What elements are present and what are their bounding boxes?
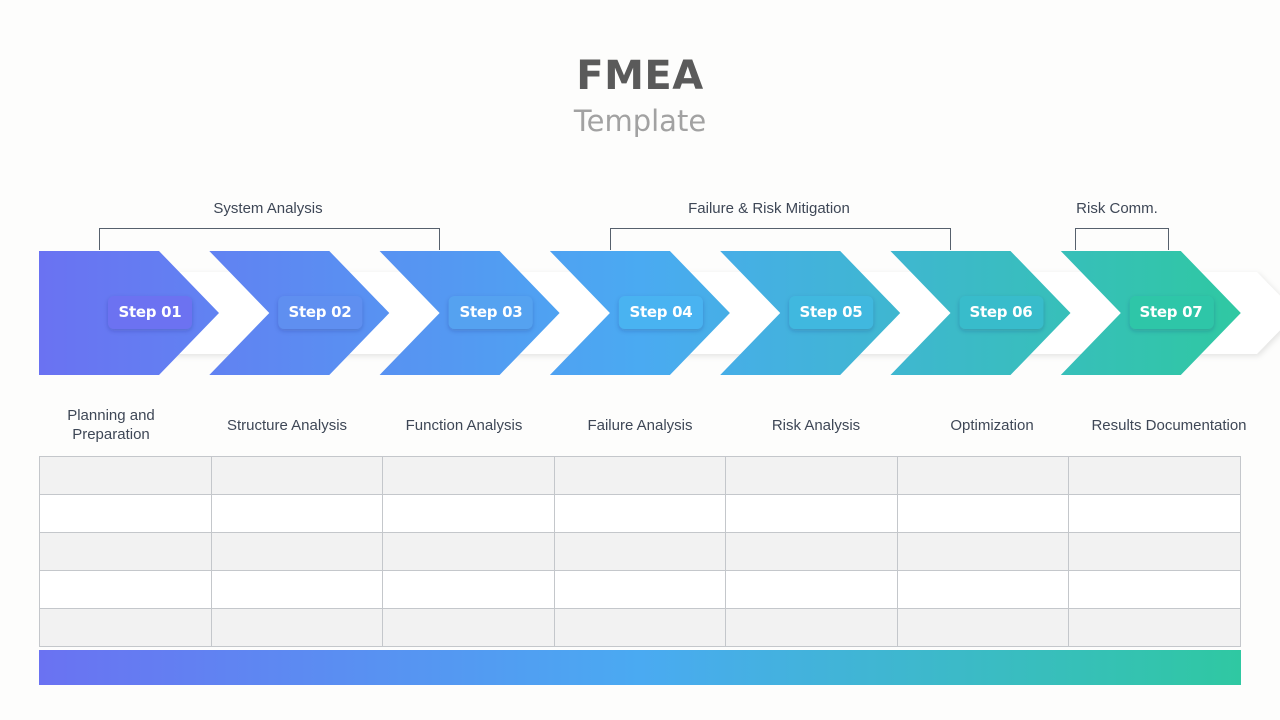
table-cell[interactable] [725, 608, 898, 647]
table-cell[interactable] [896, 532, 1070, 571]
column-header: Results Documentation [1091, 416, 1247, 434]
table-cell[interactable] [382, 608, 555, 647]
table-cell[interactable] [210, 532, 384, 571]
group-label-system-analysis: System Analysis [213, 200, 323, 217]
step-label-6: Step 06 [969, 303, 1033, 321]
table-row [39, 456, 1241, 495]
step-pill-5 [789, 296, 874, 329]
fmea-table [39, 456, 1241, 647]
table-cell[interactable] [725, 494, 898, 533]
table-cell[interactable] [725, 532, 898, 571]
column-header: Risk Analysis [771, 416, 861, 434]
page-title: FMEA [576, 53, 704, 99]
column-header: Planning and Preparation [67, 407, 155, 443]
process-chevrons [39, 251, 1280, 375]
table-row [39, 608, 1241, 647]
step-label-5: Step 05 [799, 303, 863, 321]
table-cell[interactable] [896, 456, 1070, 495]
table-row [39, 532, 1241, 571]
step-label-1: Step 01 [118, 303, 182, 321]
column-header: Failure Analysis [587, 416, 693, 434]
column-header: Structure Analysis [226, 416, 348, 434]
table-cell[interactable] [39, 570, 212, 609]
table-cell[interactable] [725, 456, 898, 495]
group-bracket-system-analysis [99, 228, 440, 250]
table-cell[interactable] [725, 570, 898, 609]
table-cell[interactable] [1068, 532, 1241, 571]
table-cell[interactable] [553, 570, 727, 609]
group-label-failure-risk-mitigation: Failure & Risk Mitigation [688, 200, 850, 217]
table-cell[interactable] [382, 456, 555, 495]
group-bracket-failure-risk-mitigation [610, 228, 951, 250]
table-row [39, 570, 1241, 609]
table-cell[interactable] [39, 608, 212, 647]
table-cell[interactable] [896, 494, 1070, 533]
step-label-4: Step 04 [629, 303, 693, 321]
step-pill-7 [1129, 296, 1214, 329]
table-cell[interactable] [1068, 570, 1241, 609]
step-label-3: Step 03 [459, 303, 523, 321]
table-cell[interactable] [382, 494, 555, 533]
step-pill-3 [448, 296, 533, 329]
table-cell[interactable] [553, 608, 727, 647]
table-cell[interactable] [553, 494, 727, 533]
step-pill-4 [618, 296, 703, 329]
page-subtitle: Template [573, 104, 707, 138]
table-cell[interactable] [39, 494, 212, 533]
step-pill-2 [278, 296, 363, 329]
column-header: Optimization [950, 416, 1034, 434]
table-row [39, 494, 1241, 533]
table-cell[interactable] [382, 570, 555, 609]
table-cell[interactable] [1068, 456, 1241, 495]
table-cell[interactable] [39, 532, 212, 571]
step-label-2: Step 02 [288, 303, 352, 321]
bottom-gradient-bar [39, 650, 1241, 685]
table-cell[interactable] [553, 532, 727, 571]
group-bracket-risk-comm [1075, 228, 1169, 250]
table-cell[interactable] [896, 608, 1070, 647]
step-pill-1 [108, 296, 192, 329]
table-cell[interactable] [553, 456, 727, 495]
step-label-7: Step 07 [1139, 303, 1203, 321]
column-header: Function Analysis [405, 416, 523, 434]
table-cell[interactable] [1068, 494, 1241, 533]
table-cell[interactable] [39, 456, 212, 495]
step-pill-6 [959, 296, 1044, 329]
table-cell[interactable] [1068, 608, 1241, 647]
table-cell[interactable] [210, 608, 384, 647]
table-cell[interactable] [896, 570, 1070, 609]
table-cell[interactable] [210, 456, 384, 495]
table-cell[interactable] [382, 532, 555, 571]
group-label-risk-comm: Risk Comm. [1076, 200, 1158, 217]
table-cell[interactable] [210, 494, 384, 533]
table-cell[interactable] [210, 570, 384, 609]
